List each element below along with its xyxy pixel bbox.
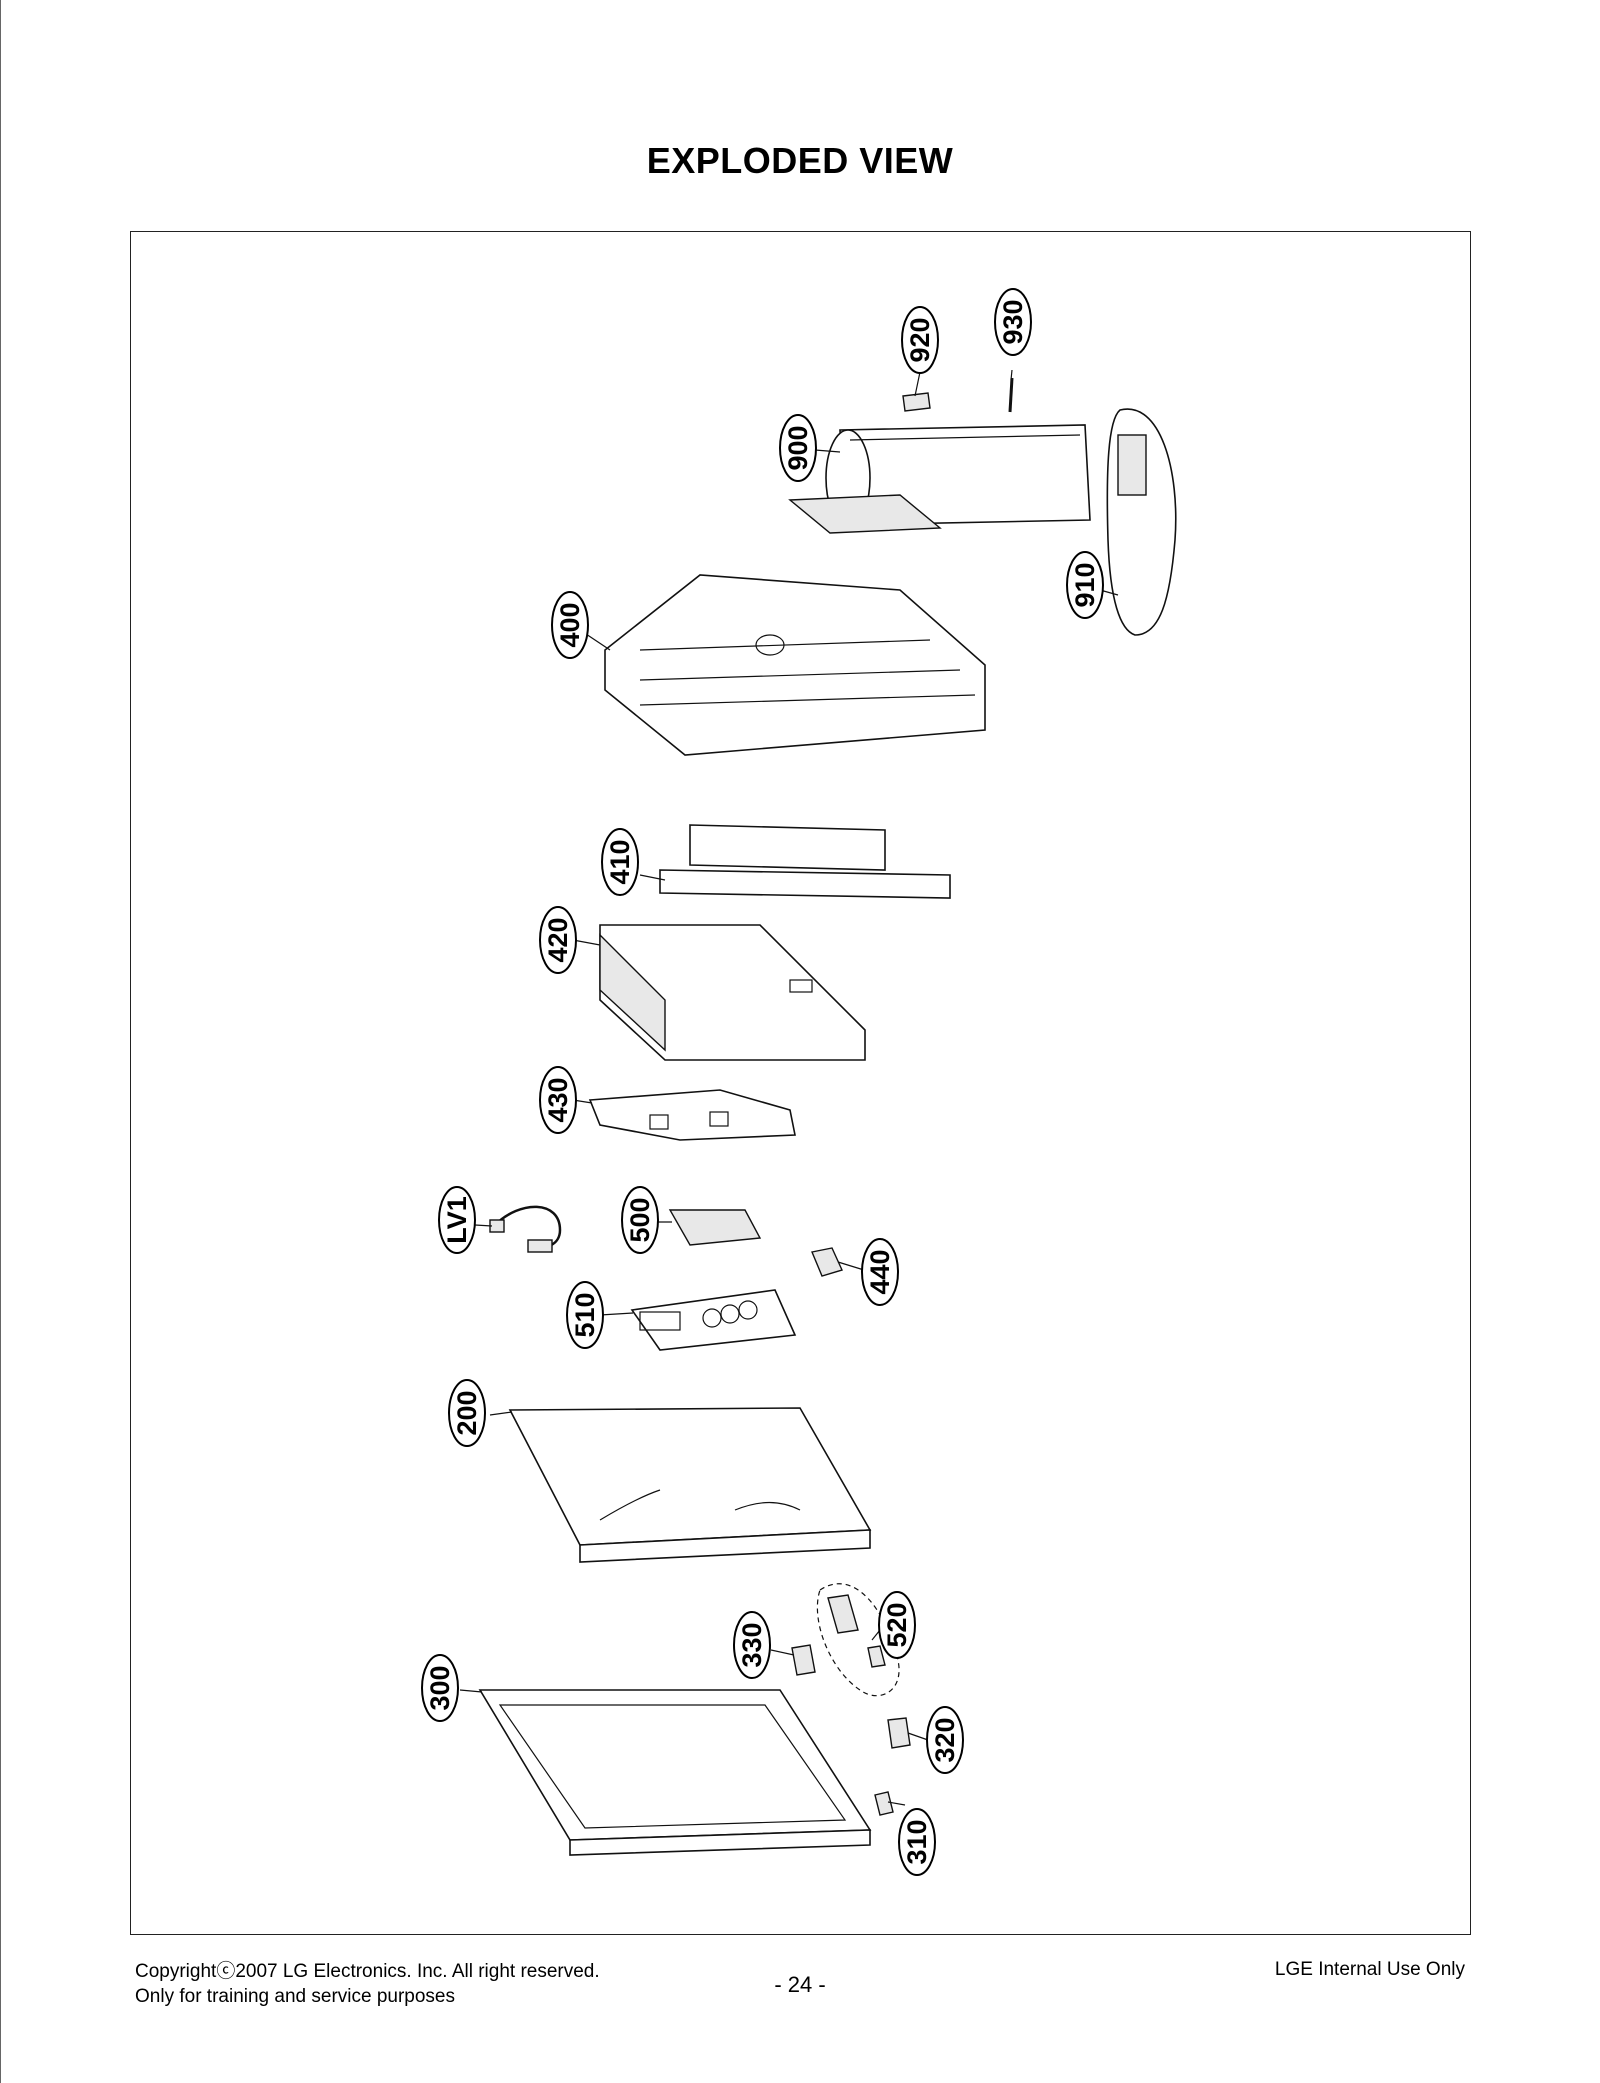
svg-text:310: 310 bbox=[902, 1819, 932, 1864]
callout-300: 300 bbox=[421, 1654, 459, 1722]
svg-text:520: 520 bbox=[882, 1602, 912, 1647]
callout-200: 200 bbox=[448, 1379, 486, 1447]
callout-lv1: LV1 bbox=[438, 1186, 476, 1254]
svg-text:420: 420 bbox=[543, 917, 573, 962]
callout-920: 920 bbox=[901, 306, 939, 374]
callout-500: 500 bbox=[621, 1186, 659, 1254]
part-330 bbox=[791, 1644, 816, 1676]
callout-410: 410 bbox=[601, 828, 639, 896]
part-stand-neck bbox=[788, 424, 1091, 534]
part-shield-420 bbox=[599, 924, 866, 1061]
callout-520: 520 bbox=[878, 1591, 916, 1659]
page-title: EXPLODED VIEW bbox=[646, 140, 954, 181]
callout-330: 330 bbox=[733, 1611, 771, 1679]
leader-lines bbox=[459, 369, 1119, 1806]
part-back-cover bbox=[604, 574, 986, 756]
footer-copyright: Copyrightⓒ2007 LG Electronics. Inc. All … bbox=[135, 1959, 600, 2009]
svg-text:330: 330 bbox=[737, 1622, 767, 1667]
svg-text:920: 920 bbox=[905, 317, 935, 362]
callout-310: 310 bbox=[898, 1808, 936, 1876]
part-plate-430 bbox=[588, 1089, 796, 1141]
part-lcd-panel-200 bbox=[508, 1407, 872, 1563]
part-320 bbox=[887, 1717, 911, 1749]
svg-text:400: 400 bbox=[555, 602, 585, 647]
callout-510: 510 bbox=[566, 1281, 604, 1349]
svg-text:LV1: LV1 bbox=[442, 1196, 472, 1244]
svg-text:900: 900 bbox=[783, 425, 813, 470]
callout-440: 440 bbox=[861, 1238, 899, 1306]
callout-320: 320 bbox=[926, 1706, 964, 1774]
part-440 bbox=[811, 1247, 843, 1277]
part-group-520 bbox=[816, 1583, 900, 1697]
svg-text:300: 300 bbox=[425, 1665, 455, 1710]
part-board-500 bbox=[668, 1209, 762, 1246]
callout-420: 420 bbox=[539, 906, 577, 974]
svg-text:440: 440 bbox=[865, 1249, 895, 1294]
callout-430: 430 bbox=[539, 1066, 577, 1134]
svg-text:930: 930 bbox=[998, 299, 1028, 344]
part-bracket-410 bbox=[659, 824, 951, 899]
svg-text:200: 200 bbox=[452, 1390, 482, 1435]
callout-900: 900 bbox=[779, 414, 817, 482]
page-number: - 24 - bbox=[774, 1972, 826, 1997]
svg-text:430: 430 bbox=[543, 1077, 573, 1122]
callout-400: 400 bbox=[551, 591, 589, 659]
internal-use-label: LGE Internal Use Only bbox=[1274, 1959, 1465, 1980]
part-stand-base bbox=[1106, 408, 1177, 636]
svg-text:320: 320 bbox=[930, 1717, 960, 1762]
part-screw-930 bbox=[1008, 377, 1014, 413]
part-hinge-920 bbox=[902, 392, 931, 412]
svg-text:510: 510 bbox=[570, 1292, 600, 1337]
callout-910: 910 bbox=[1066, 551, 1104, 619]
diagram-frame bbox=[130, 231, 1471, 1935]
part-cable-lv1 bbox=[489, 1205, 562, 1253]
part-board-510 bbox=[630, 1289, 797, 1351]
part-front-bezel-300 bbox=[478, 1689, 872, 1856]
copyright-line: Copyrightⓒ2007 LG Electronics. Inc. All … bbox=[135, 1961, 600, 1982]
svg-text:910: 910 bbox=[1070, 562, 1100, 607]
callout-930: 930 bbox=[994, 288, 1032, 356]
usage-line: Only for training and service purposes bbox=[135, 1986, 455, 2007]
svg-text:410: 410 bbox=[605, 839, 635, 884]
part-310 bbox=[874, 1791, 894, 1816]
svg-text:500: 500 bbox=[625, 1197, 655, 1242]
